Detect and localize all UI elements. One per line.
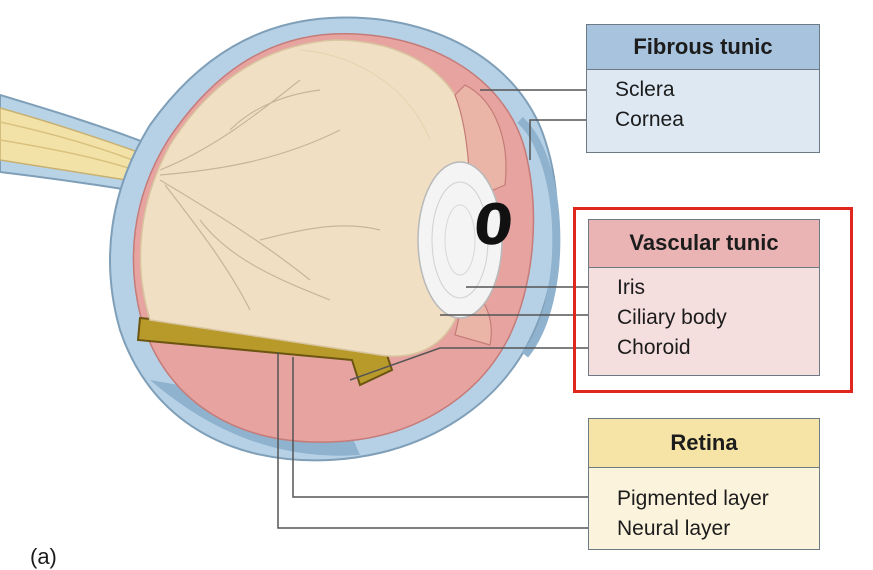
label-cornea: Cornea [615,108,684,131]
optic-nerve [0,93,167,197]
label-sclera: Sclera [615,78,675,101]
leader-lines [277,89,588,529]
fibrous-tunic-box: Fibrous tunic Sclera Cornea [586,24,820,153]
fibrous-tunic-title: Fibrous tunic [587,25,819,70]
cornea [517,117,561,358]
label-iris: Iris [617,276,645,299]
vitreous-body [139,39,472,357]
label-ciliary-body: Ciliary body [617,306,727,329]
retina-title: Retina [589,419,819,468]
vascular-tunic-box: Vascular tunic Iris Ciliary body Choroid [588,219,820,376]
label-choroid: Choroid [617,336,691,359]
label-pigmented-layer: Pigmented layer [617,487,769,510]
retinal-vessels [159,79,381,311]
label-neural-layer: Neural layer [617,517,731,540]
highlight-rectangle [573,207,853,393]
lens [417,161,503,319]
retina-box: Retina Pigmented layer Neural layer [588,418,820,550]
figure-label: (a) [30,544,57,569]
handwritten-annotation: 0 [470,193,517,258]
vascular-tunic-title: Vascular tunic [589,220,819,268]
